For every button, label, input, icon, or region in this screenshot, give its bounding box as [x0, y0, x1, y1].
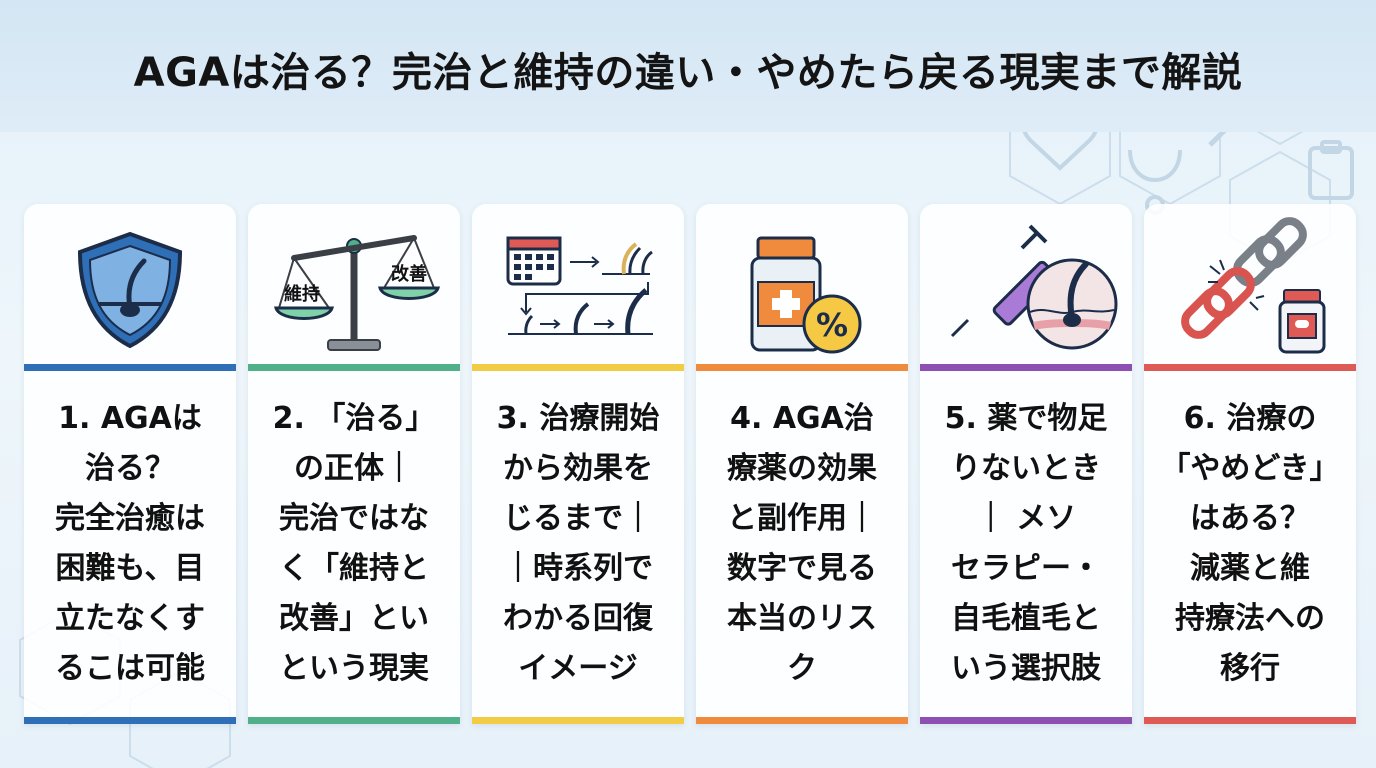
- card-4[interactable]: % 4. AGA治 療薬の効果 と副作用｜ 数字で見る 本当のリス ク: [696, 204, 908, 724]
- card-5[interactable]: 5. 薬で物足 りないとき ｜ メソ セラピー・ 自毛植毛と いう選択肢: [920, 204, 1132, 724]
- broken-chain-icon: [1181, 217, 1326, 354]
- card-6[interactable]: 6. 治療の 「やめどき」 はある？ 減薬と維 持療法への 移行: [1144, 204, 1356, 724]
- card-5-accent-top: [920, 364, 1132, 371]
- card-2[interactable]: 維持 改善 2. 「治る」 の正体｜ 完治ではな く「維持と 改善」とい という…: [248, 204, 460, 724]
- card-6-accent-top: [1144, 364, 1356, 371]
- card-6-text: 6. 治療の 「やめどき」 はある？ 減薬と維 持療法への 移行: [1160, 401, 1340, 686]
- card-5-text: 5. 薬で物足 りないとき ｜ メソ セラピー・ 自毛植毛と いう選択肢: [944, 401, 1108, 686]
- card-3[interactable]: 3. 治療開始 から効果を じるまで｜ ｜時系列で わかる回復 イメージ: [472, 204, 684, 724]
- card-1[interactable]: 1. AGAは 治る？ 完全治癒は 困難も、目 立たなくす るこは可能: [24, 204, 236, 724]
- balance-scale-icon: 維持 改善: [274, 235, 440, 351]
- page-title: AGAは治る？完治と維持の違い・やめたら戻る現実まで解説: [133, 50, 1243, 96]
- card-2-text: 2. 「治る」 の正体｜ 完治ではな く「維持と 改善」とい という現実: [272, 401, 436, 686]
- card-5-accent-bottom: [920, 717, 1132, 724]
- timeline-hair-icon: [506, 236, 653, 335]
- maintain-label: 維持: [284, 283, 320, 305]
- card-4-accent-top: [696, 364, 908, 371]
- card-4-accent-bottom: [696, 717, 908, 724]
- svg-text:%: %: [816, 306, 848, 344]
- card-1-text: 1. AGAは 治る？ 完全治癒は 困難も、目 立たなくす るこは可能: [55, 401, 205, 686]
- card-4-text: 4. AGA治 療薬の効果 と副作用｜ 数字で見る 本当のリス ク: [727, 401, 877, 686]
- card-3-text: 3. 治療開始 から効果を じるまで｜ ｜時系列で わかる回復 イメージ: [496, 401, 660, 686]
- shield-hair-icon: [77, 231, 183, 349]
- card-3-accent-top: [472, 364, 684, 371]
- card-6-accent-bottom: [1144, 717, 1356, 724]
- card-3-accent-bottom: [472, 717, 684, 724]
- improve-label: 改善: [391, 263, 427, 285]
- clipboard-icon: [1308, 140, 1354, 200]
- card-2-accent-top: [248, 364, 460, 371]
- card-1-accent-top: [24, 364, 236, 371]
- medicine-bottle-icon: %: [750, 236, 862, 354]
- header-band: [0, 0, 1376, 132]
- card-2-accent-bottom: [248, 717, 460, 724]
- card-1-accent-bottom: [24, 717, 236, 724]
- syringe-hair-icon: [950, 224, 1118, 350]
